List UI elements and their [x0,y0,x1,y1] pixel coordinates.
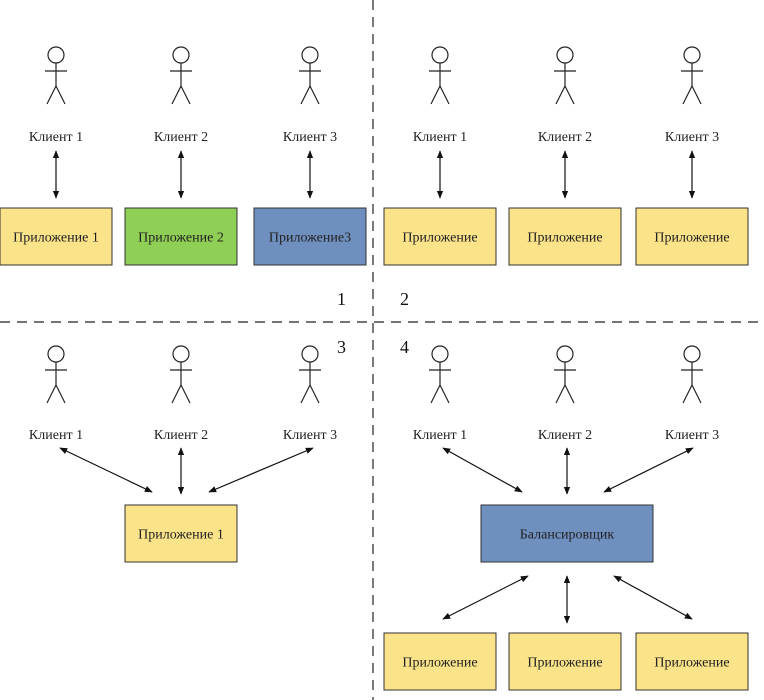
client-1-label: Клиент 1 [413,130,467,145]
app-instance-1-box: Приложение [383,207,497,266]
shared-app-box-label: Приложение 1 [138,528,224,543]
balancer-app-3-arrow [613,575,693,620]
client-1-arrow [59,447,153,493]
quadrant-number-3: 3 [337,337,346,357]
client-1-person-icon [429,345,451,404]
balancer-box: Балансировщик [480,504,654,563]
client-2-person-icon [170,46,192,105]
client-3-arrow [208,447,314,493]
app-instance-2-box-label: Приложение [527,656,602,671]
balancer-app-1-arrow [442,575,529,620]
balancer-box-label: Балансировщик [520,528,615,543]
shared-app-box: Приложение 1 [124,504,238,563]
client-3-person-icon [299,46,321,105]
quadrant-2-same-apps: Клиент 1 Приложение Клиент 2 Приложение Клие… [383,46,749,266]
quadrant-number-4: 4 [400,337,409,357]
app-3-box: Приложение3 [253,207,367,266]
client-1-arrow [442,447,523,493]
app-instance-1-box: Приложение [383,632,497,691]
quadrant-4-load-balancer: Клиент 1 Клиент 2 Клиент 3 БалансировщикПри… [383,345,749,691]
quadrant-number-1: 1 [337,289,346,309]
client-2-person-icon [170,345,192,404]
client-1-label: Клиент 1 [29,428,83,443]
app-instance-3-box-label: Приложение [654,656,729,671]
app-instance-1-box-label: Приложение [402,231,477,246]
app-1-box-label: Приложение 1 [13,231,99,246]
app-instance-3-box-label: Приложение [654,231,729,246]
client-2-label: Клиент 2 [538,428,592,443]
app-2-box-label: Приложение 2 [138,231,224,246]
client-2-label: Клиент 2 [154,428,208,443]
client-3-arrow [603,447,694,493]
app-instance-2-box: Приложение [508,632,622,691]
client-3-person-icon [681,46,703,105]
app-instance-3-box: Приложение [635,632,749,691]
client-2-person-icon [554,345,576,404]
app-3-box-label: Приложение3 [269,231,351,246]
app-2-box: Приложение 2 [124,207,238,266]
client-2-label: Клиент 2 [154,130,208,145]
client-3-label: Клиент 3 [283,130,337,145]
client-3-person-icon [299,345,321,404]
app-instance-3-box: Приложение [635,207,749,266]
client-1-person-icon [45,345,67,404]
client-2-person-icon [554,46,576,105]
app-1-box: Приложение 1 [0,207,113,266]
app-instance-2-box: Приложение [508,207,622,266]
app-instance-1-box-label: Приложение [402,656,477,671]
quadrant-number-2: 2 [400,289,409,309]
client-1-label: Клиент 1 [29,130,83,145]
quadrant-3-shared-app: Клиент 1 Клиент 2 Клиент 3 Приложение 1 [29,345,337,563]
client-2-label: Клиент 2 [538,130,592,145]
quadrant-1-direct-apps: Клиент 1 Приложение 1 Клиент 2 Приложение 2… [0,46,367,266]
client-3-label: Клиент 3 [283,428,337,443]
client-3-label: Клиент 3 [665,130,719,145]
client-1-person-icon [45,46,67,105]
client-3-label: Клиент 3 [665,428,719,443]
client-3-person-icon [681,345,703,404]
app-instance-2-box-label: Приложение [527,231,602,246]
client-1-person-icon [429,46,451,105]
client-1-label: Клиент 1 [413,428,467,443]
